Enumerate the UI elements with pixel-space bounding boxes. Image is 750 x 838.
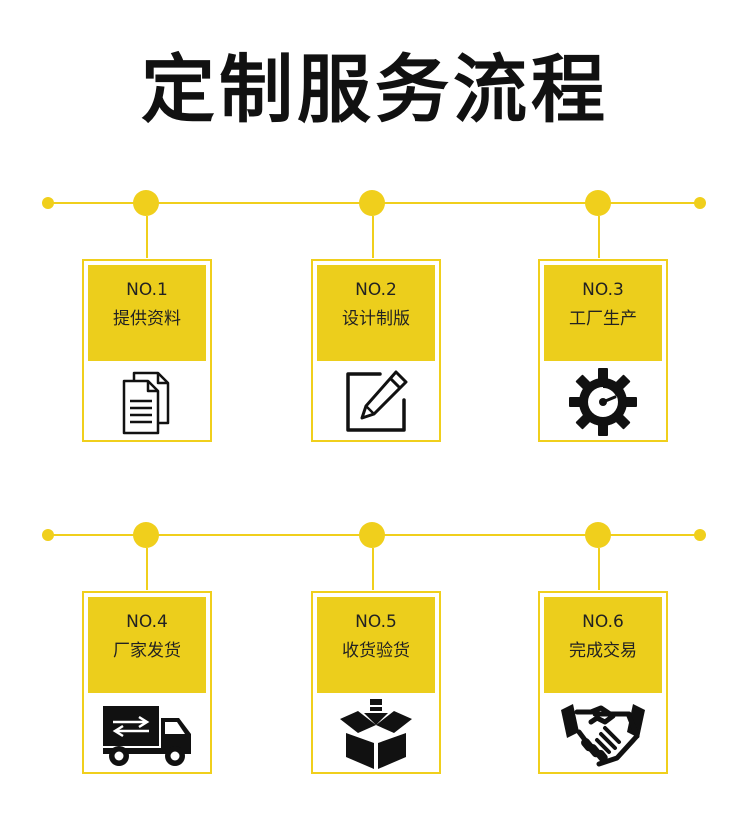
documents-icon [88,365,206,438]
handshake-icon [544,697,662,770]
step-card-header: NO.1 提供资料 [88,265,206,361]
timeline-node-5 [359,522,385,548]
connector-5 [372,548,374,590]
step-card-header: NO.6 完成交易 [544,597,662,693]
timeline-node-2 [359,190,385,216]
step-label: 设计制版 [342,309,410,329]
step-label: 厂家发货 [113,641,181,661]
timeline-row-1 [0,183,750,223]
pen-edit-icon [317,365,435,438]
connector-3 [598,216,600,258]
step-label: 完成交易 [569,641,637,661]
timeline-end-dot [42,529,54,541]
step-label: 工厂生产 [569,309,637,329]
connector-2 [372,216,374,258]
timeline-node-6 [585,522,611,548]
step-label: 提供资料 [113,309,181,329]
step-card-header: NO.5 收货验货 [317,597,435,693]
timeline-end-dot [42,197,54,209]
step-number: NO.5 [355,612,397,632]
package-box-icon [317,697,435,770]
timeline-row-2 [0,515,750,555]
timeline-node-1 [133,190,159,216]
step-card-header: NO.4 厂家发货 [88,597,206,693]
step-number: NO.2 [355,280,397,300]
step-number: NO.4 [126,612,168,632]
step-card-6: NO.6 完成交易 [538,591,668,774]
step-card-2: NO.2 设计制版 [311,259,441,442]
timeline-node-3 [585,190,611,216]
step-number: NO.1 [126,280,168,300]
step-card-4: NO.4 厂家发货 [82,591,212,774]
connector-6 [598,548,600,590]
step-card-header: NO.2 设计制版 [317,265,435,361]
step-card-1: NO.1 提供资料 [82,259,212,442]
page-title: 定制服务流程 [141,47,609,133]
step-card-header: NO.3 工厂生产 [544,265,662,361]
delivery-truck-icon [88,697,206,770]
connector-1 [146,216,148,258]
timeline-end-dot [694,197,706,209]
step-number: NO.3 [582,280,624,300]
step-number: NO.6 [582,612,624,632]
gear-gauge-icon [544,365,662,438]
timeline-node-4 [133,522,159,548]
step-card-5: NO.5 收货验货 [311,591,441,774]
step-card-3: NO.3 工厂生产 [538,259,668,442]
connector-4 [146,548,148,590]
timeline-end-dot [694,529,706,541]
step-label: 收货验货 [342,641,410,661]
